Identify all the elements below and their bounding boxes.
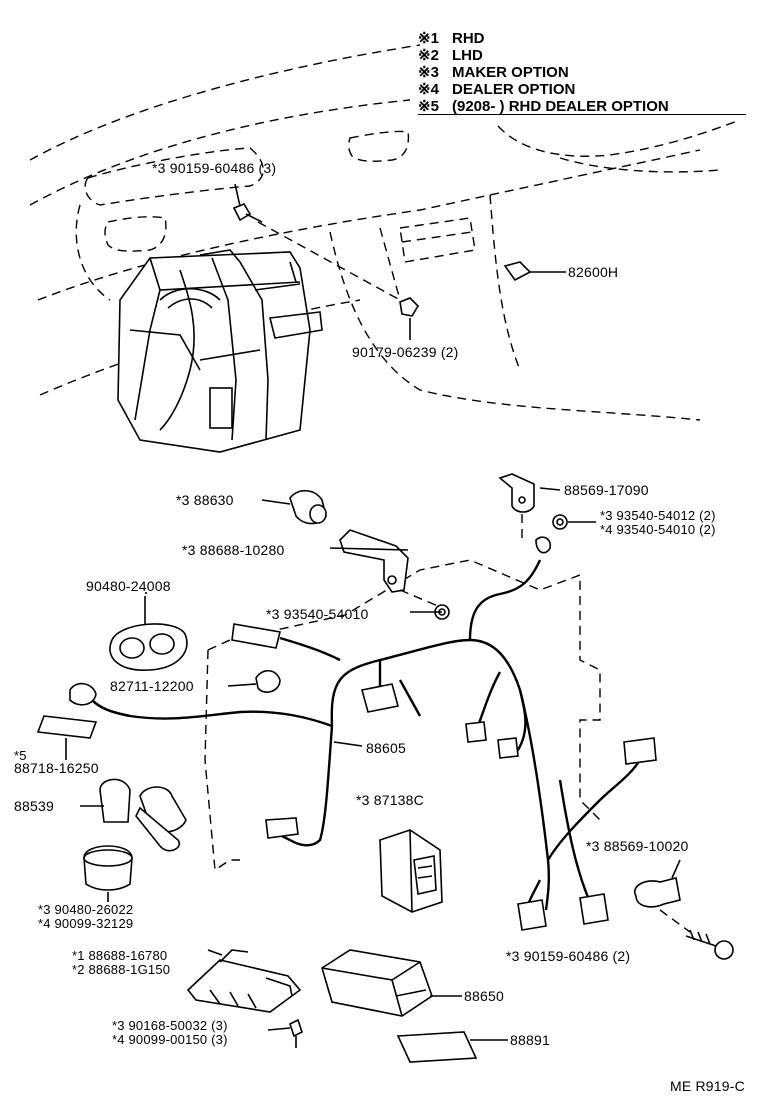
clamp-82711 — [227, 669, 281, 693]
legend-mark: ※5 — [418, 98, 439, 115]
screw-90159-bottom — [659, 909, 734, 960]
legend-item-2: ※2 LHD — [418, 47, 483, 65]
label-88650: 88650 — [464, 988, 504, 1004]
label-90480-26022: *3 90480-26022 — [38, 902, 134, 917]
screw-90168 — [267, 1018, 303, 1048]
label-88688-10280: *3 88688-10280 — [182, 542, 285, 558]
legend-mark: ※4 — [418, 81, 439, 98]
label-82711-12200: 82711-12200 — [110, 678, 194, 694]
sensor-88630 — [261, 489, 327, 525]
bracket-88688-10280 — [339, 529, 409, 593]
leader-lines — [145, 487, 561, 747]
label-88718-16250: 88718-16250 — [14, 760, 99, 776]
figure-reference: ME R919-C — [670, 1078, 745, 1094]
label-90480-24008: 90480-24008 — [86, 578, 171, 594]
grommet-90480-26022 — [83, 845, 133, 902]
label-88569-10020: *3 88569-10020 — [586, 838, 689, 854]
heater-unit — [117, 249, 323, 453]
label-90168-50032: *3 90168-50032 (3) — [112, 1018, 228, 1033]
clip-82600H — [503, 261, 566, 282]
legend-text: DEALER OPTION — [452, 81, 576, 98]
legend-item-1: ※1 RHD — [418, 30, 485, 48]
legend-mark: ※3 — [418, 64, 439, 81]
label-90159-60486-top: *3 90159-60486 (3) — [152, 160, 277, 176]
label-90179-06239: 90179-06239 (2) — [352, 344, 459, 360]
legend-mark: ※2 — [418, 47, 439, 64]
label-88891 — [396, 1031, 508, 1063]
label-note-5: *5 — [14, 748, 27, 763]
label-90159-60486-bottom: *3 90159-60486 (2) — [506, 948, 631, 964]
label-88688-16780: *1 88688-16780 — [72, 948, 168, 963]
nut-93540-54012 — [552, 514, 596, 530]
harness-connectors — [69, 536, 657, 931]
computer-88650 — [321, 949, 462, 1017]
label-82600H: 82600H — [568, 264, 619, 280]
legend-item-4: ※4 DEALER OPTION — [418, 81, 575, 99]
label-88539: 88539 — [14, 798, 54, 814]
label-93540-54010-b: *4 93540-54010 (2) — [600, 522, 716, 537]
legend-item-5: ※5 (9208- ) RHD DEALER OPTION — [418, 98, 669, 116]
legend-mark: ※1 — [418, 30, 439, 47]
hose-88539 — [80, 778, 187, 852]
legend-text: (9208- ) RHD DEALER OPTION — [452, 98, 669, 115]
relay-87138C — [379, 829, 443, 913]
body-panel-outline — [204, 559, 601, 872]
legend-underline — [418, 114, 746, 115]
label-87138C: *3 87138C — [356, 792, 424, 808]
label-88718 — [36, 715, 98, 760]
clamp-88569-10020 — [633, 859, 681, 908]
label-90099-00150: *4 90099-00150 (3) — [112, 1032, 228, 1047]
label-90099-32129: *4 90099-32129 — [38, 916, 134, 931]
label-88605: 88605 — [366, 740, 406, 756]
legend-text: LHD — [452, 47, 483, 64]
bracket-88569-17090 — [498, 473, 535, 540]
screw-90159-top — [232, 183, 401, 301]
legend-text: MAKER OPTION — [452, 64, 569, 81]
label-88630: *3 88630 — [176, 492, 234, 508]
label-88569-17090: 88569-17090 — [564, 482, 649, 498]
label-93540-54012: *3 93540-54012 (2) — [600, 508, 716, 523]
bracket-88688-16780 — [186, 949, 302, 1013]
legend-item-3: ※3 MAKER OPTION — [418, 64, 569, 82]
nut-93540-54010 — [399, 589, 450, 620]
label-93540-54010-a: *3 93540-54010 — [266, 606, 369, 622]
grommet-90480-24008 — [109, 596, 188, 671]
legend-text: RHD — [452, 30, 485, 47]
nut-90179 — [399, 297, 420, 340]
label-88891: 88891 — [510, 1032, 550, 1048]
label-88688-1G150: *2 88688-1G150 — [72, 962, 171, 977]
